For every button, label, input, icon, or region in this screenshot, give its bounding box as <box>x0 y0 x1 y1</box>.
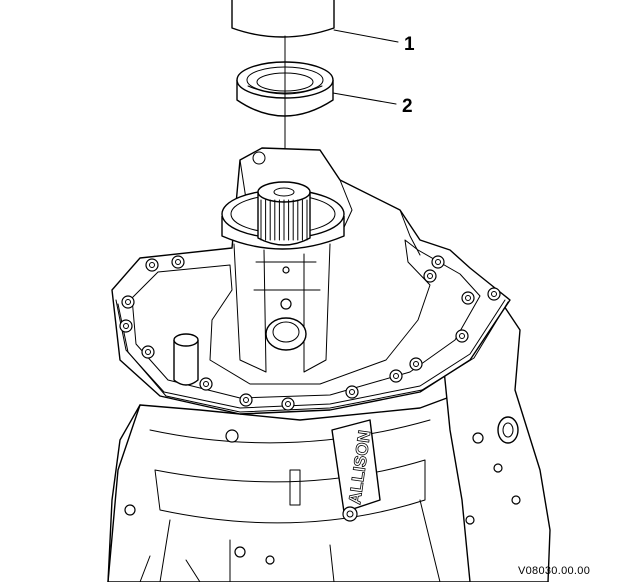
flange-bolt-center <box>491 291 497 297</box>
flange-bolt <box>431 255 445 269</box>
flange-bolt <box>141 345 155 359</box>
flange-bolt-center <box>145 349 151 355</box>
flange-bolt-center <box>243 397 249 403</box>
leader-line-1 <box>333 29 399 43</box>
flange-bolt <box>121 295 135 309</box>
leader-line-2 <box>332 92 397 105</box>
figure-code: V08030.00.00 <box>518 565 590 577</box>
transmission-case: ALLISON <box>107 147 551 582</box>
flange-bolt-center <box>175 259 181 265</box>
flange-bolt-center <box>149 262 155 268</box>
flange-bolt <box>281 397 295 411</box>
flange-bolt <box>345 385 359 399</box>
flange-bolt-center <box>349 389 355 395</box>
flange-bolt-center <box>393 373 399 379</box>
flange-bolt-center <box>427 273 433 279</box>
flange-bolt-center <box>203 381 209 387</box>
flange-bolt <box>239 393 253 407</box>
flange-bolt <box>409 357 423 371</box>
flange-bolt-center <box>465 295 471 301</box>
flange-bolt-center <box>123 323 129 329</box>
flange-bolt <box>119 319 133 333</box>
flange-bolt <box>455 329 469 343</box>
flange-bolt <box>423 269 437 283</box>
flange-bolt-center <box>435 259 441 265</box>
callout-1: 1 <box>404 34 415 55</box>
flange-bolt-center <box>285 401 291 407</box>
flange-bolt-center <box>413 361 419 367</box>
flange-bolt <box>145 258 159 272</box>
flange-bolt <box>389 369 403 383</box>
flange-bolt <box>171 255 185 269</box>
flange-bolt <box>461 291 475 305</box>
flange-bolt <box>487 287 501 301</box>
flange-bolt <box>199 377 213 391</box>
flange-bolt-center <box>459 333 465 339</box>
installer-tool <box>231 0 335 38</box>
flange-bolt-center <box>125 299 131 305</box>
callout-2: 2 <box>402 96 413 117</box>
